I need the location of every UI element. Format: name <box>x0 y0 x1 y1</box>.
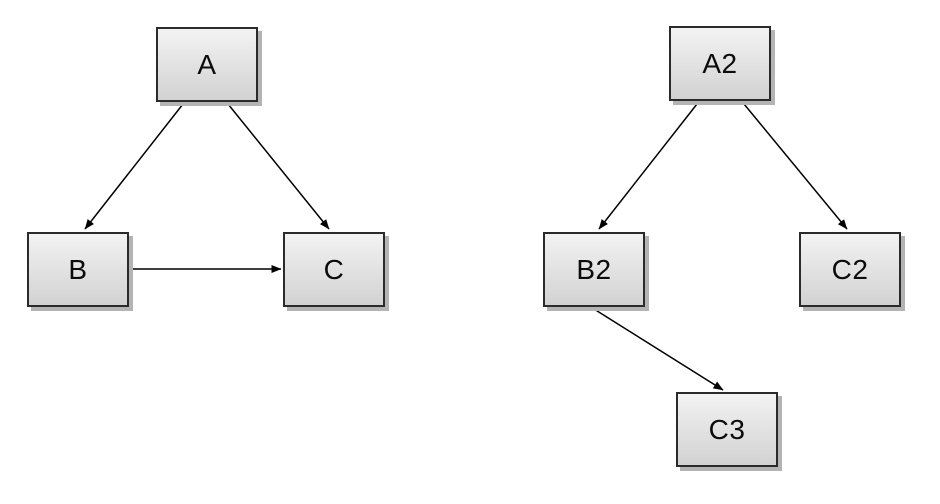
edge-A-to-C <box>227 103 330 230</box>
node-label: C <box>323 253 345 285</box>
node-B: B <box>27 232 129 307</box>
node-C: C <box>283 232 385 307</box>
edge-B2-to-C3 <box>593 308 724 391</box>
node-A2: A2 <box>669 26 771 101</box>
node-label: C3 <box>708 413 746 445</box>
edge-A2-to-C2 <box>743 103 848 230</box>
node-A: A <box>156 27 258 102</box>
node-C2: C2 <box>799 232 901 307</box>
node-label: A2 <box>702 47 738 79</box>
node-label: C2 <box>831 253 869 285</box>
edge-A2-to-B2 <box>598 103 698 230</box>
node-C3: C3 <box>676 392 778 467</box>
node-label: A <box>197 48 217 80</box>
node-label: B2 <box>576 253 612 285</box>
edge-A-to-B <box>84 103 184 230</box>
node-B2: B2 <box>543 232 645 307</box>
node-label: B <box>68 253 88 285</box>
